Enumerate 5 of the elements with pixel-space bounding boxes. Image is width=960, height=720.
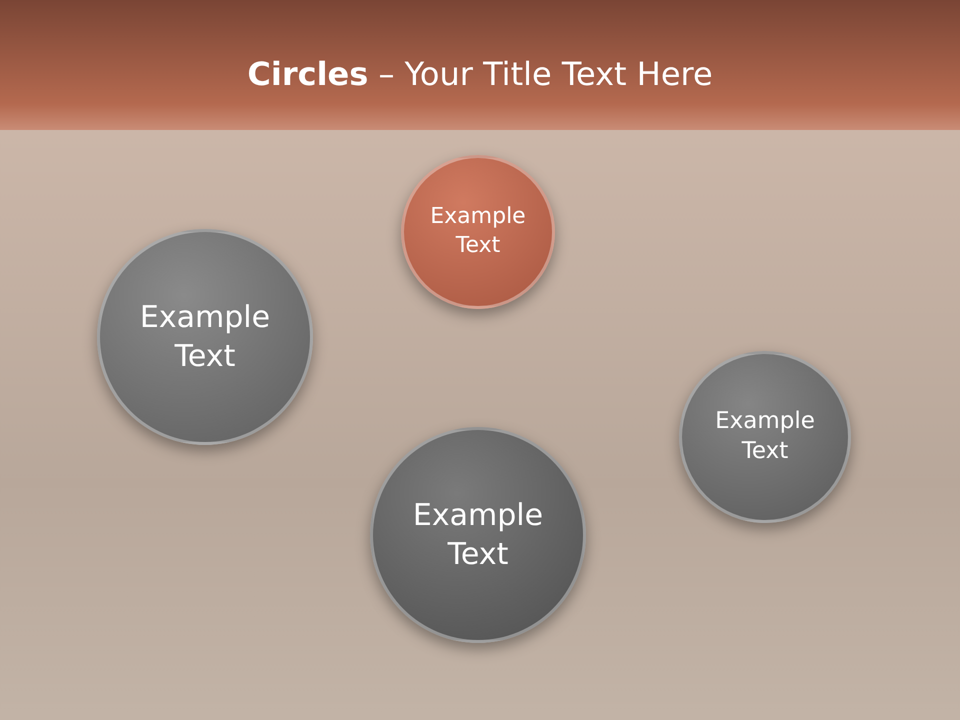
node-text: Example Text bbox=[412, 497, 544, 574]
slide-title: Circles – Your Title Text Here bbox=[246, 55, 714, 93]
node-text: Example Text bbox=[429, 203, 527, 260]
node-text: Example Text bbox=[714, 407, 816, 466]
node-text: Example Text bbox=[138, 299, 272, 376]
